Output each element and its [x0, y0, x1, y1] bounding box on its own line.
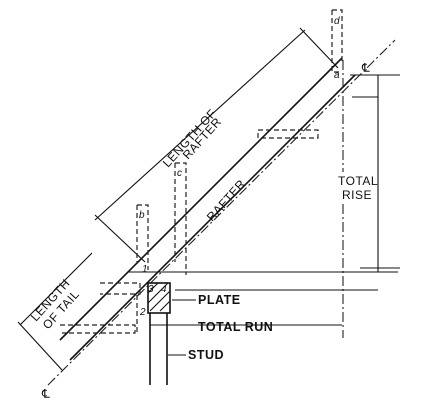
- square-mid-arm: [257, 129, 319, 139]
- point-a-label: a: [334, 70, 340, 81]
- point-4-label: 4: [161, 284, 167, 295]
- length-of-tail-dim-line: [19, 252, 93, 326]
- rafter-bottom-edge: [69, 74, 356, 361]
- plate-block: [147, 282, 171, 314]
- point-3-label: 3: [148, 284, 154, 295]
- plate-hatching: [147, 282, 171, 312]
- square-c-outline: [175, 162, 187, 275]
- point-2-label: 2: [139, 307, 146, 318]
- plate-label: PLATE: [198, 293, 241, 307]
- rafter-centerline: [47, 39, 396, 386]
- total-rise-label-bg: [336, 172, 376, 204]
- rafter-label: RAFTER: [204, 177, 249, 224]
- point-d-label: d: [334, 16, 340, 27]
- point-b-label: b: [139, 210, 145, 221]
- rafter-top-edge: [59, 57, 343, 341]
- square-d-outline-left: [331, 10, 340, 73]
- stud-label: STUD: [188, 348, 224, 362]
- total-run-label: TOTAL RUN: [198, 320, 273, 334]
- centerline-top-symbol: ℄: [361, 61, 370, 75]
- square-d-outline-right: [332, 9, 343, 62]
- point-1-label: 1: [142, 264, 148, 275]
- centerline-bottom-symbol: ℄: [41, 387, 50, 401]
- square-lower-arm: [100, 282, 141, 295]
- length-of-rafter-dim-line: [94, 29, 306, 221]
- square-b-outline: [137, 204, 149, 270]
- point-c-label: c: [177, 168, 182, 179]
- length-of-tail-ext: [17, 321, 63, 371]
- total-rise-label-1: TOTAL: [338, 174, 378, 188]
- total-rise-label-2: RISE: [342, 188, 372, 202]
